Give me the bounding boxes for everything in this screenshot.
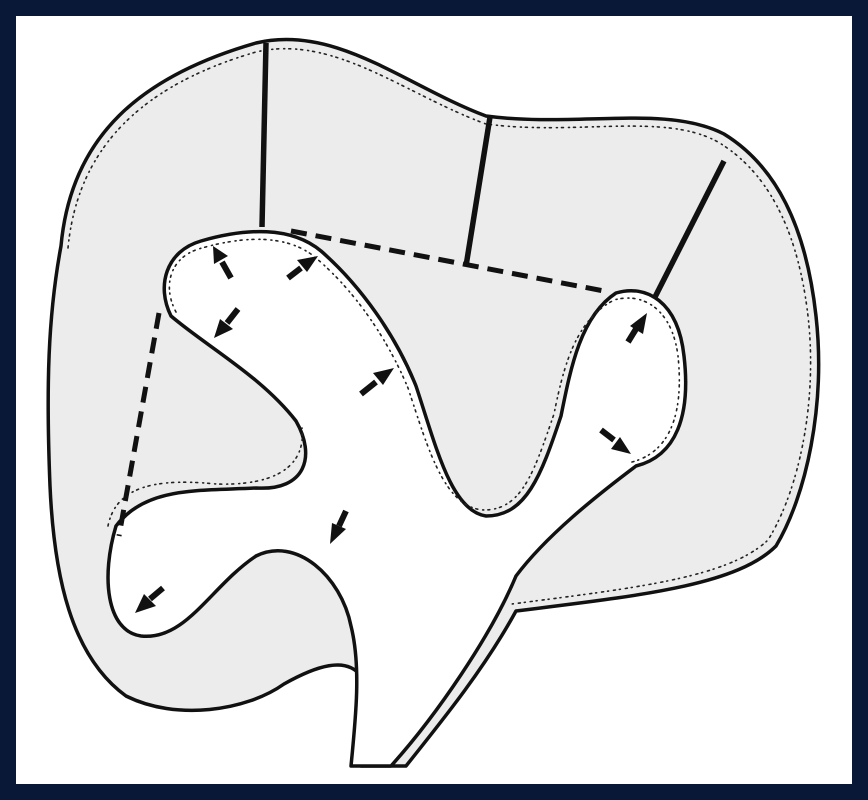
diagram-svg: [16, 16, 852, 784]
diagram-panel: [16, 16, 852, 784]
